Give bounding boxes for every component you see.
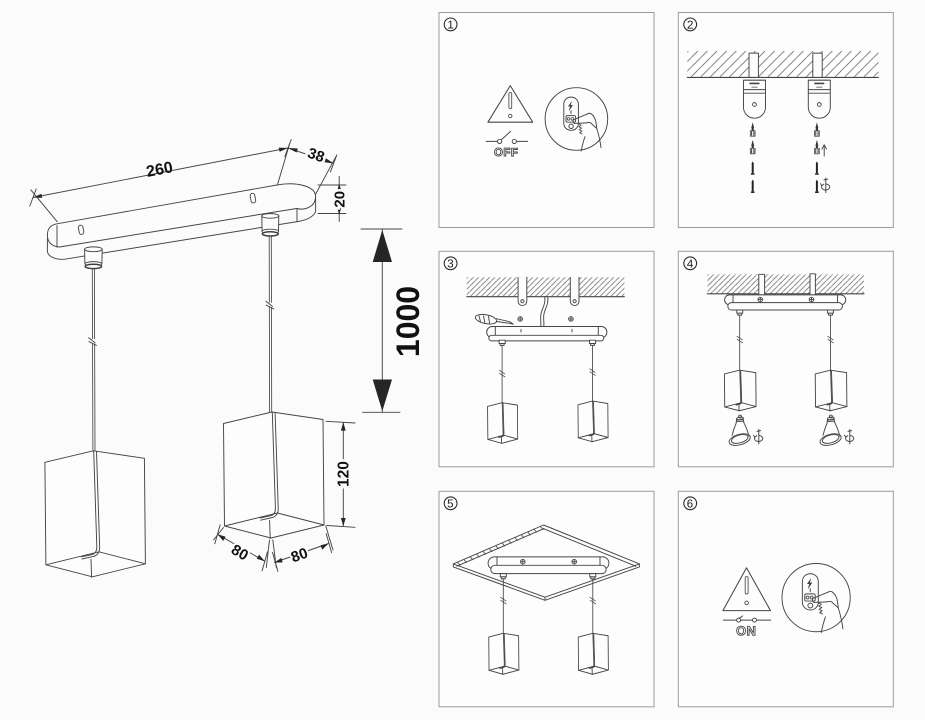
svg-text:ON: ON	[736, 623, 756, 638]
svg-text:1: 1	[447, 20, 453, 32]
svg-text:OFF: OFF	[494, 147, 519, 159]
svg-text:80: 80	[289, 545, 310, 567]
svg-text:38: 38	[305, 145, 326, 166]
svg-text:5: 5	[447, 498, 453, 510]
svg-text:120: 120	[335, 461, 352, 487]
svg-text:80: 80	[228, 541, 251, 564]
svg-text:260: 260	[145, 159, 175, 181]
svg-text:1000: 1000	[390, 286, 426, 357]
svg-text:3: 3	[447, 258, 453, 270]
svg-text:4: 4	[687, 259, 694, 271]
svg-text:20: 20	[331, 191, 348, 208]
svg-text:2: 2	[687, 20, 693, 32]
svg-text:6: 6	[687, 499, 693, 511]
